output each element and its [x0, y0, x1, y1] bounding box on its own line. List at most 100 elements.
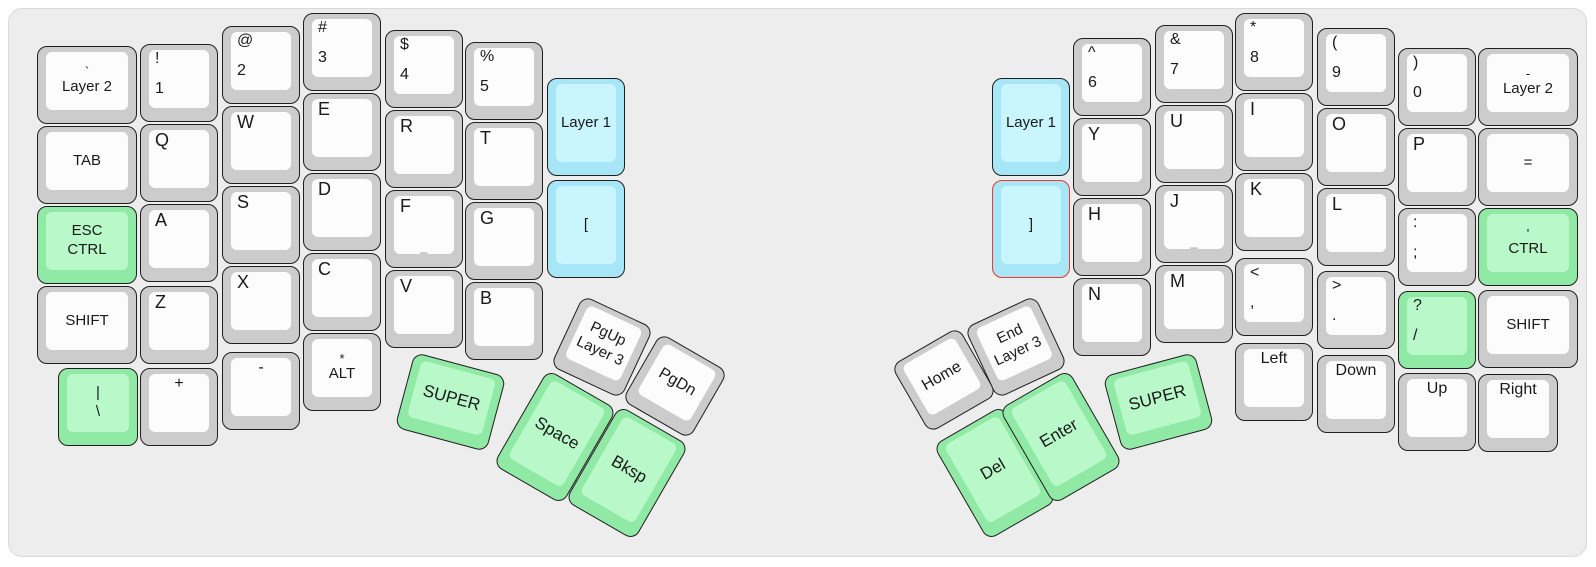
- key-s[interactable]: S: [222, 186, 300, 264]
- key-label: SHIFT: [1506, 315, 1550, 333]
- key-3[interactable]: #3: [303, 13, 381, 91]
- key-l[interactable]: L: [1317, 188, 1395, 266]
- key-label: -: [258, 359, 264, 376]
- keytop: Y: [1082, 124, 1142, 182]
- key-period[interactable]: >.: [1317, 271, 1395, 349]
- key-label: +: [174, 375, 184, 392]
- keytop: W: [231, 112, 291, 170]
- key-equals[interactable]: =: [1478, 128, 1578, 206]
- key-grave-layer2[interactable]: `Layer 2: [37, 46, 137, 124]
- key-label: :: [1413, 214, 1418, 231]
- key-label: Y: [1088, 124, 1101, 144]
- key-j[interactable]: J_: [1155, 185, 1233, 263]
- key-x[interactable]: X: [222, 266, 300, 344]
- key-2[interactable]: @2: [222, 26, 300, 104]
- key-left-bracket[interactable]: [: [547, 180, 625, 278]
- key-1[interactable]: !1: [140, 44, 218, 122]
- key-f[interactable]: F_: [385, 190, 463, 268]
- keytop: Left: [1244, 349, 1304, 407]
- key-comma[interactable]: <,: [1235, 258, 1313, 336]
- key-k[interactable]: K: [1235, 173, 1313, 251]
- keytop: )0: [1407, 54, 1467, 112]
- key-p[interactable]: P: [1398, 128, 1476, 206]
- keytop: E: [312, 99, 372, 157]
- key-r[interactable]: R: [385, 110, 463, 188]
- key-pipe-backslash[interactable]: |\: [58, 368, 138, 446]
- keytop: I: [1244, 99, 1304, 157]
- key-right-bracket[interactable]: ]: [992, 180, 1070, 278]
- key-0[interactable]: )0: [1398, 48, 1476, 126]
- key-layer1-right[interactable]: Layer 1: [992, 78, 1070, 176]
- key-t[interactable]: T: [465, 122, 543, 200]
- key-g[interactable]: G: [465, 202, 543, 280]
- key-6[interactable]: ^6: [1073, 38, 1151, 116]
- keytop: SUPER: [406, 360, 496, 437]
- key-8[interactable]: *8: [1235, 13, 1313, 91]
- homing-bar: _: [420, 239, 428, 254]
- keytop: K: [1244, 179, 1304, 237]
- key-arrow-left[interactable]: Left: [1235, 343, 1313, 421]
- key-n[interactable]: N: [1073, 278, 1151, 356]
- key-label: ): [1413, 54, 1419, 71]
- key-arrow-right[interactable]: Right: [1478, 374, 1558, 452]
- key-label: 4: [400, 66, 409, 83]
- key-q[interactable]: Q: [140, 124, 218, 202]
- key-label: =: [1523, 153, 1533, 171]
- key-semicolon[interactable]: :;: [1398, 208, 1476, 286]
- key-v[interactable]: V: [385, 270, 463, 348]
- key-7[interactable]: &7: [1155, 25, 1233, 103]
- keytop: Up: [1407, 379, 1467, 437]
- key-minus-layer2[interactable]: -Layer 2: [1478, 48, 1578, 126]
- key-label: N: [1088, 284, 1101, 304]
- key-label: ESC: [71, 222, 103, 240]
- key-label: ?: [1413, 297, 1422, 314]
- key-label: (: [1332, 34, 1338, 51]
- key-o[interactable]: O: [1317, 108, 1395, 186]
- key-label: .: [1332, 307, 1337, 324]
- keytop: #3: [312, 19, 372, 77]
- key-b[interactable]: B: [465, 282, 543, 360]
- key-tab[interactable]: TAB: [37, 126, 137, 204]
- key-label: &: [1170, 31, 1181, 48]
- keytop: Layer 1: [1001, 84, 1061, 162]
- key-i[interactable]: I: [1235, 93, 1313, 171]
- key-w[interactable]: W: [222, 106, 300, 184]
- key-y[interactable]: Y: [1073, 118, 1151, 196]
- key-c[interactable]: C: [303, 253, 381, 331]
- keytop: C: [312, 259, 372, 317]
- key-star-alt[interactable]: *ALT: [303, 333, 381, 411]
- keytop: SHIFT: [1487, 296, 1569, 354]
- key-label: <: [1250, 264, 1260, 281]
- key-a[interactable]: A: [140, 204, 218, 282]
- key-d[interactable]: D: [303, 173, 381, 251]
- key-label: ;: [1413, 244, 1418, 261]
- key-label: Layer 1: [1005, 113, 1057, 131]
- key-label: SUPER: [1126, 381, 1188, 415]
- key-5[interactable]: %5: [465, 42, 543, 120]
- key-label: $: [400, 36, 409, 53]
- keytop: J_: [1164, 191, 1224, 249]
- key-minus[interactable]: -: [222, 352, 300, 430]
- key-label: >: [1332, 277, 1342, 294]
- key-label: 2: [237, 62, 246, 79]
- key-question-slash[interactable]: ?/: [1398, 291, 1476, 369]
- key-layer1-left[interactable]: Layer 1: [547, 78, 625, 176]
- key-label: Z: [155, 292, 166, 312]
- key-u[interactable]: U: [1155, 105, 1233, 183]
- key-9[interactable]: (9: [1317, 28, 1395, 106]
- key-h[interactable]: H: [1073, 198, 1151, 276]
- key-shift-left[interactable]: SHIFT: [37, 286, 137, 364]
- key-e[interactable]: E: [303, 93, 381, 171]
- key-label: H: [1088, 204, 1101, 224]
- key-4[interactable]: $4: [385, 30, 463, 108]
- key-quote-ctrl[interactable]: 'CTRL: [1478, 208, 1578, 286]
- key-label: Bksp: [607, 451, 651, 488]
- key-shift-right[interactable]: SHIFT: [1478, 290, 1578, 368]
- key-z[interactable]: Z: [140, 286, 218, 364]
- key-plus[interactable]: +: [140, 368, 218, 446]
- key-arrow-up[interactable]: Up: [1398, 373, 1476, 451]
- key-m[interactable]: M: [1155, 265, 1233, 343]
- key-arrow-down[interactable]: Down: [1317, 355, 1395, 433]
